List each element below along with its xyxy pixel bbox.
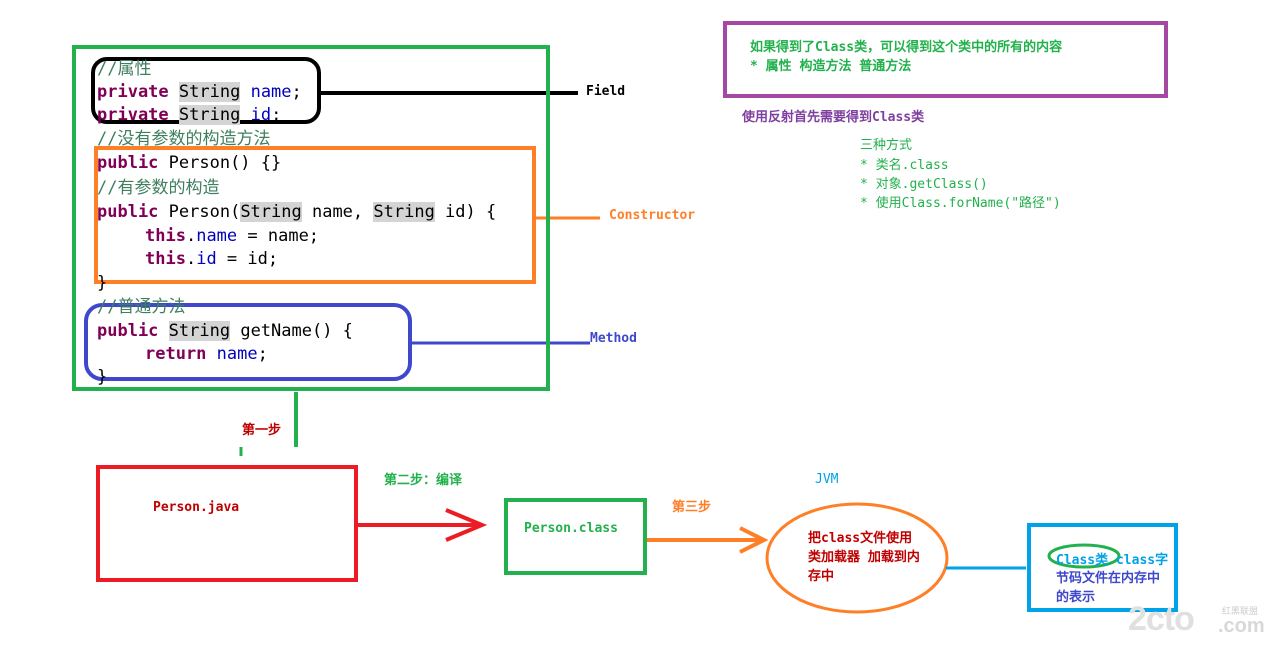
keyword-public: public: [97, 321, 159, 341]
person-java-label: Person.java: [153, 500, 240, 515]
class-object-line3: 的表示: [1056, 590, 1096, 605]
code-line-3: private String id;: [97, 103, 281, 127]
param-name: name,: [301, 202, 374, 222]
way-1: * 类名.class: [860, 158, 949, 173]
type-string: String: [178, 82, 241, 102]
method-highlight-box: [84, 303, 412, 381]
constructor-name: Person(: [158, 202, 241, 222]
class-info-box: [723, 21, 1168, 98]
comment-no-arg-constructor: //没有参数的构造方法: [97, 129, 271, 149]
dot: .: [185, 249, 197, 269]
method-label: Method: [590, 331, 637, 346]
keyword-private: private: [97, 82, 169, 102]
loader-line-1: 把class文件使用: [808, 531, 913, 546]
field-name: name: [216, 344, 258, 364]
code-line-7: public Person(String name, String id) {: [97, 200, 496, 224]
class-info-line1: 如果得到了Class类，可以得到这个类中的所有的内容: [750, 40, 1063, 55]
comment-fields: //属性: [97, 59, 152, 79]
watermark-logo-text: 2cto: [1128, 600, 1195, 638]
person-class-label: Person.class: [524, 521, 618, 536]
type-string: String: [178, 105, 241, 125]
keyword-this: this: [145, 226, 186, 246]
code-line-2: private String name;: [97, 80, 302, 104]
constructor-label: Constructor: [609, 208, 696, 223]
keyword-public: public: [97, 153, 159, 173]
semicolon: ;: [271, 105, 282, 125]
comment-method: //普通方法: [97, 297, 186, 317]
class-object-line1: Class类 class字: [1056, 549, 1168, 568]
field-id: id: [196, 249, 217, 269]
class-desc-1: class字: [1108, 553, 1169, 568]
dot: .: [185, 226, 197, 246]
code-line-12: public String getName() {: [97, 319, 353, 343]
class-object-line2: 节码文件在内存中: [1056, 571, 1161, 586]
code-line-4: //没有参数的构造方法: [97, 127, 270, 151]
field-name: name: [196, 226, 238, 246]
class-word: Class类: [1056, 553, 1109, 568]
type-string: String: [168, 321, 231, 341]
code-line-8: this.name = name;: [145, 224, 319, 248]
load-arrow-head: [739, 526, 769, 554]
step2-label: 第二步：编译: [384, 473, 463, 488]
step1-label: 第一步: [242, 423, 282, 438]
code-line-13: return name;: [145, 342, 268, 366]
constructor-highlight-box: [94, 146, 536, 284]
closing-brace: }: [97, 367, 108, 387]
semicolon: ;: [257, 344, 268, 364]
watermark-domain: .com: [1218, 615, 1265, 637]
watermark-logo: 2cto: [1128, 600, 1195, 639]
person-class-box: [504, 498, 647, 575]
loader-line-2: 类加载器 加载到内: [808, 550, 920, 565]
keyword-private: private: [97, 105, 169, 125]
code-line-6: //有参数的构造: [97, 176, 219, 200]
type-string: String: [373, 202, 435, 222]
watermark-tag: 红黑联盟: [1222, 607, 1259, 617]
way-2: * 对象.getClass(): [860, 177, 988, 192]
class-object-box: [1027, 523, 1178, 612]
field-label: Field: [586, 84, 626, 99]
param-id: id) {: [434, 202, 497, 222]
step3-label: 第三步: [672, 500, 712, 515]
assignment: = name;: [237, 226, 320, 246]
person-source-box: [72, 45, 550, 391]
code-line-1: //属性: [97, 57, 151, 81]
reflection-first-note: 使用反射首先需要得到Class类: [742, 110, 925, 125]
compile-arrow-head: [445, 508, 488, 542]
method-signature: getName() {: [230, 321, 353, 341]
ways-title: 三种方式: [860, 138, 913, 153]
class-info-line2: * 属性 构造方法 普通方法: [750, 59, 912, 74]
class-word-ellipse: [1047, 543, 1121, 569]
type-string: String: [240, 202, 302, 222]
space: [158, 321, 168, 341]
way-3: * 使用Class.forName("路径"): [860, 196, 1061, 211]
jvm-label: JVM: [815, 472, 839, 487]
person-java-box: [96, 465, 358, 582]
code-line-11: //普通方法: [97, 295, 185, 319]
space: [206, 344, 216, 364]
constructor-signature: Person() {}: [158, 153, 282, 173]
jvm-ellipse: [765, 502, 949, 614]
code-line-10: }: [97, 271, 107, 295]
keyword-this: this: [145, 249, 186, 269]
code-line-14: }: [97, 365, 107, 389]
code-line-5: public Person() {}: [97, 151, 281, 175]
comment-arg-constructor: //有参数的构造: [97, 178, 220, 198]
closing-brace: }: [97, 273, 108, 293]
loader-line-3: 存中: [808, 569, 835, 584]
field-id: id: [250, 105, 272, 125]
semicolon: ;: [291, 82, 302, 102]
keyword-public: public: [97, 202, 159, 222]
code-line-9: this.id = id;: [145, 247, 278, 271]
keyword-return: return: [145, 344, 207, 364]
field-name: name: [250, 82, 292, 102]
assignment: = id;: [216, 249, 279, 269]
